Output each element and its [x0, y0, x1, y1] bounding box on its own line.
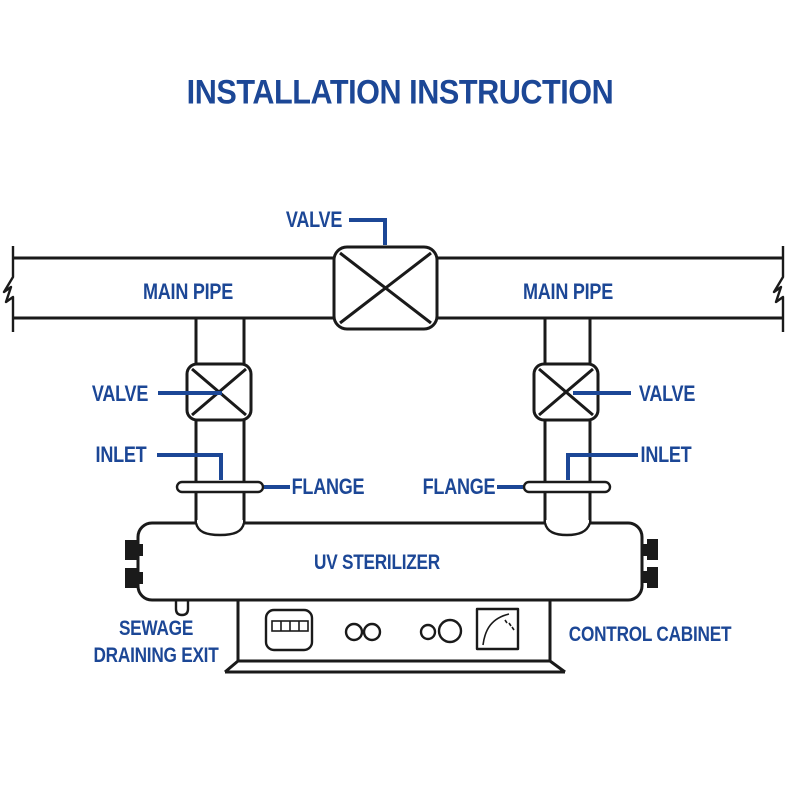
right-endcap-connectors	[641, 539, 658, 588]
display-panel	[264, 608, 314, 652]
flange-left-label: FLANGE	[291, 474, 365, 499]
flange-right-label: FLANGE	[422, 474, 496, 499]
valve-right-label: VALVE	[638, 381, 696, 406]
control-cabinet-label: CONTROL CABINET	[568, 623, 732, 646]
inlet-right-leader	[566, 453, 638, 480]
sewage-drain-stub	[174, 600, 190, 617]
control-cabinet-box	[224, 600, 566, 674]
right-flange-symbol	[522, 480, 612, 494]
page-title: INSTALLATION INSTRUCTION	[186, 73, 614, 112]
inlet-right-label: INLET	[640, 442, 692, 467]
main-valve-symbol	[332, 245, 439, 331]
meter-gauge-icon	[475, 607, 520, 651]
indicator-lights	[344, 622, 437, 642]
sewage-label-line1: SEWAGE	[118, 617, 194, 640]
main-pipe-right-label: MAIN PIPE	[522, 279, 614, 304]
pipe-break-left-icon	[2, 246, 15, 332]
right-pipe-joint	[543, 520, 592, 537]
left-endcap-connectors	[125, 540, 143, 588]
valve-top-leader	[349, 218, 387, 245]
power-knob	[437, 618, 463, 644]
sewage-label-line2: DRAINING EXIT	[93, 644, 219, 667]
cabinet-base	[224, 659, 566, 674]
sewage-draining-exit-label: SEWAGE DRAINING EXIT	[93, 615, 218, 669]
left-flange-symbol	[175, 480, 265, 494]
pipe-break-right-icon	[772, 246, 785, 332]
left-pipe-joint	[194, 520, 246, 537]
valve-left-label: VALVE	[91, 381, 149, 406]
main-pipe-left-label: MAIN PIPE	[142, 279, 234, 304]
right-branch-pipe	[543, 318, 592, 523]
uv-sterilizer-label: UV STERILIZER	[314, 551, 440, 574]
left-branch-pipe	[194, 318, 246, 523]
valve-top-label: VALVE	[285, 207, 343, 232]
inlet-left-label: INLET	[95, 442, 147, 467]
inlet-left-leader	[157, 453, 223, 480]
uv-sterilizer-body	[136, 521, 644, 602]
